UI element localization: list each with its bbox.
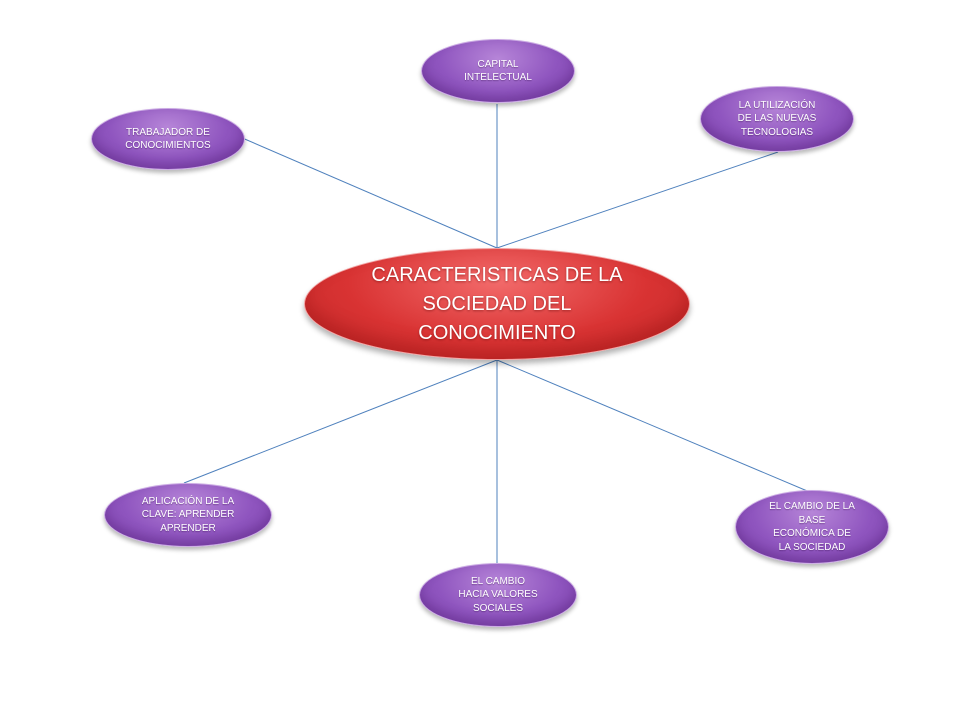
node-aplicacion-clave: APLICACIÓN DE LA CLAVE: APRENDER APRENDE… <box>104 483 272 547</box>
node-cambio-valores-sociales-label: EL CAMBIO HACIA VALORES SOCIALES <box>458 575 538 614</box>
node-aplicacion-clave-label: APLICACIÓN DE LA CLAVE: APRENDER APRENDE… <box>141 495 235 534</box>
node-central-caracteristicas: CARACTERISTICAS DE LA SOCIEDAD DEL CONOC… <box>304 248 690 360</box>
node-cambio-base-economica-label: EL CAMBIO DE LA BASE ECONÓMICA DE LA SOC… <box>769 501 855 553</box>
node-cambio-valores-sociales: EL CAMBIO HACIA VALORES SOCIALES <box>419 563 577 627</box>
node-trabajador-conocimientos-label: TRABAJADOR DE CONOCIMIENTOS <box>125 126 211 152</box>
connector-trabajador <box>239 136 498 249</box>
node-capital-intelectual-label: CAPITAL INTELECTUAL <box>464 58 532 84</box>
node-trabajador-conocimientos: TRABAJADOR DE CONOCIMIENTOS <box>91 108 245 170</box>
connector-tecnologias <box>496 151 779 249</box>
node-central-caracteristicas-label: CARACTERISTICAS DE LA SOCIEDAD DEL CONOC… <box>371 263 623 344</box>
connector-aplicacion <box>183 359 498 484</box>
connector-base <box>496 359 813 494</box>
node-nuevas-tecnologias-label: LA UTILIZACIÓN DE LAS NUEVAS TECNOLOGIAS <box>737 99 817 138</box>
node-cambio-base-economica: EL CAMBIO DE LA BASE ECONÓMICA DE LA SOC… <box>735 490 889 564</box>
node-nuevas-tecnologias: LA UTILIZACIÓN DE LAS NUEVAS TECNOLOGIAS <box>700 86 854 152</box>
node-capital-intelectual: CAPITAL INTELECTUAL <box>421 39 575 103</box>
